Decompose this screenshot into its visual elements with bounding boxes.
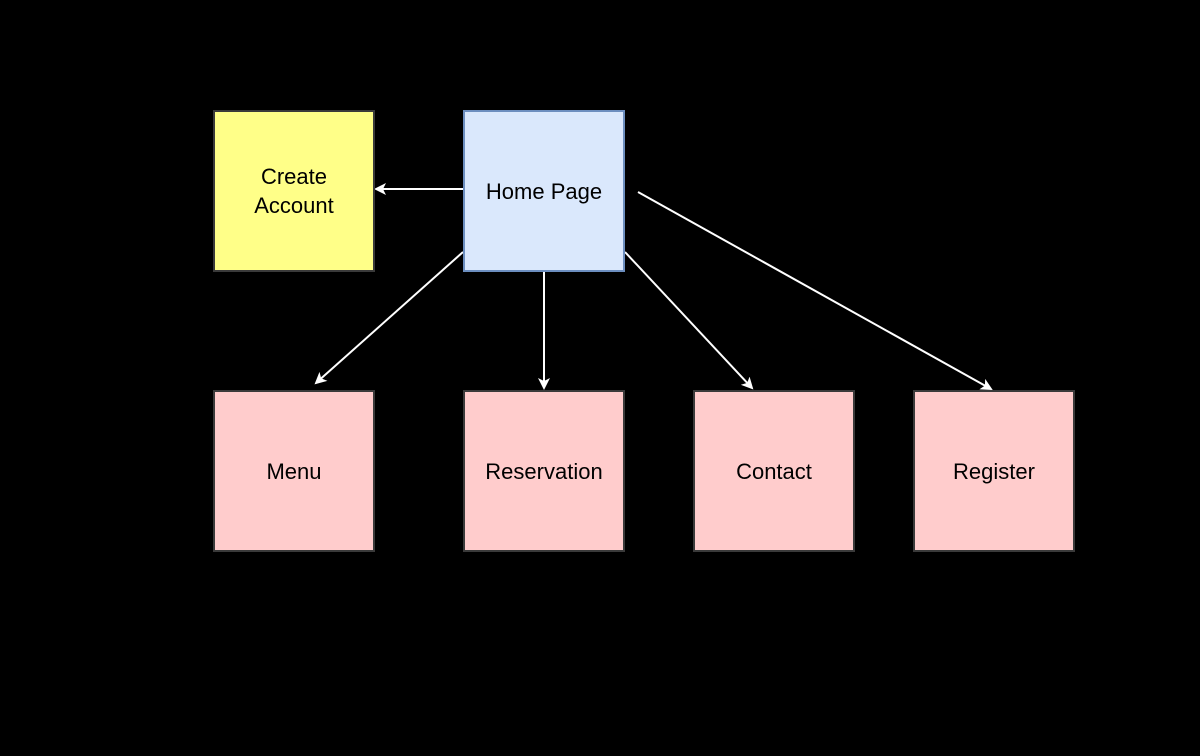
edge-home-to-menu	[314, 251, 464, 385]
home-page-node: Home Page	[463, 110, 625, 272]
menu-node: Menu	[213, 390, 375, 552]
menu-label: Menu	[266, 458, 322, 484]
create-account-node: Create Account	[213, 110, 375, 272]
edge-home-to-register	[637, 191, 993, 390]
reservation-label: Reservation	[485, 458, 603, 484]
reservation-node: Reservation	[463, 390, 625, 552]
edge-home-to-contact	[624, 251, 754, 390]
home-page-label: Home Page	[485, 178, 603, 204]
register-label: Register	[953, 458, 1035, 484]
contact-label: Contact	[736, 458, 812, 484]
contact-node: Contact	[693, 390, 855, 552]
register-node: Register	[913, 390, 1075, 552]
create-account-label: Create Account	[254, 164, 334, 218]
